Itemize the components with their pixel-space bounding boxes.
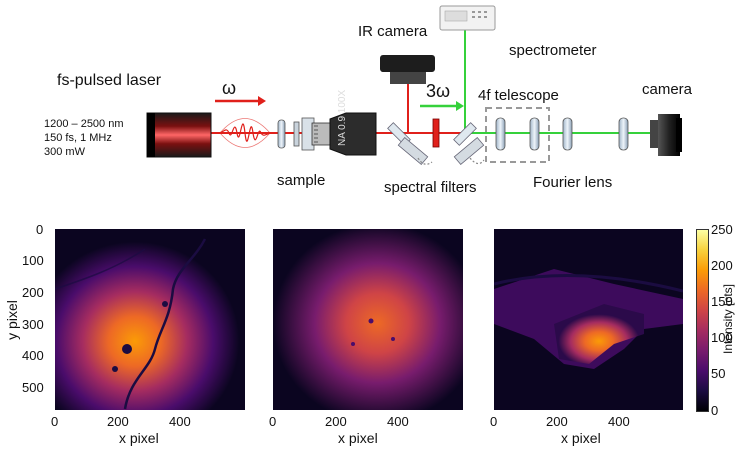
laser-body (146, 112, 212, 158)
fourier-lens-1 (562, 117, 573, 151)
colorbar (696, 229, 709, 412)
omega-label: ω (222, 78, 237, 98)
spectrometer-label: spectrometer (509, 42, 597, 59)
panel-1-x-tick-400: 400 (169, 414, 191, 429)
colorbar-tick-50: 50 (711, 366, 726, 381)
colorbar-tick-150: 150 (711, 294, 733, 309)
y-tick-100: 100 (22, 253, 44, 268)
third-harmonic-arrowhead (456, 101, 464, 111)
third-harmonic-label: 3ω (426, 81, 451, 101)
laser-spec-2: 150 fs, 1 MHz (44, 132, 112, 144)
laser-spec-3: 300 mW (44, 146, 85, 158)
colorbar-tick-200: 200 (711, 258, 733, 273)
telescope-lens-1 (495, 117, 506, 151)
y-tick-300: 300 (22, 317, 44, 332)
image-panel-2 (273, 229, 463, 410)
spectral-filter-1 (397, 136, 429, 166)
laser-label: fs-pulsed laser (57, 72, 162, 89)
y-tick-500: 500 (22, 380, 44, 395)
pulse-envelope (219, 118, 271, 148)
objective (311, 112, 377, 156)
filter-rotation-arrow-2 (469, 157, 485, 165)
lens-1 (277, 119, 286, 149)
telescope-lens-2 (529, 117, 540, 151)
ir-camera (380, 55, 435, 84)
colorbar-tick-0: 0 (711, 403, 719, 418)
sample-holder (293, 121, 300, 147)
panel-2-x-tick-200: 200 (325, 414, 347, 429)
spectral-filters-label: spectral filters (384, 179, 477, 196)
red-filter (432, 118, 440, 148)
panel-3-x-tick-0: 0 (490, 414, 498, 429)
colorbar-label: Intensity [cts] (721, 283, 736, 355)
spectrometer-icon (439, 5, 496, 31)
camera-label: camera (642, 81, 693, 98)
camera-icon (650, 114, 682, 156)
colorbar-tick-250: 250 (711, 222, 733, 237)
fourier-lens-label: Fourier lens (533, 174, 613, 191)
setup-diagram (146, 5, 682, 166)
y-tick-200: 200 (22, 285, 44, 300)
laser-spec-1: 1200 – 2500 nm (44, 118, 124, 130)
dichroic-mirror-2 (453, 122, 477, 146)
panel-2-x-title: x pixel (338, 430, 378, 446)
telescope-label: 4f telescope (478, 87, 559, 104)
image-panel-3 (494, 229, 683, 410)
panel-1-x-tick-200: 200 (107, 414, 129, 429)
panel-3-x-tick-400: 400 (608, 414, 630, 429)
pulse-waveform (217, 123, 273, 142)
omega-arrowhead (258, 96, 266, 106)
panel-3-x-tick-200: 200 (546, 414, 568, 429)
filter-rotation-arrow-1 (417, 157, 433, 165)
panel-1-x-title: x pixel (119, 430, 159, 446)
image-panel-1 (55, 229, 245, 410)
telescope-box (485, 107, 550, 163)
fourier-lens-2 (618, 117, 629, 151)
y-tick-400: 400 (22, 348, 44, 363)
colorbar-tick-100: 100 (711, 330, 733, 345)
panel-3-x-title: x pixel (561, 430, 601, 446)
panel-2-x-tick-0: 0 (269, 414, 277, 429)
objective-mag: 100X (337, 89, 348, 114)
y-tick-0: 0 (36, 222, 44, 237)
ir-camera-label: IR camera (358, 23, 428, 40)
panel-1-x-tick-0: 0 (51, 414, 59, 429)
spectral-filter-2 (453, 136, 485, 166)
objective-na: NA 0.9 (337, 115, 348, 146)
objective-text: NA 0.9 100X (337, 90, 348, 146)
y-axis-title: y pixel (3, 300, 20, 340)
panel-2-x-tick-400: 400 (387, 414, 409, 429)
laser-face (147, 113, 155, 157)
sample-label: sample (277, 172, 326, 189)
